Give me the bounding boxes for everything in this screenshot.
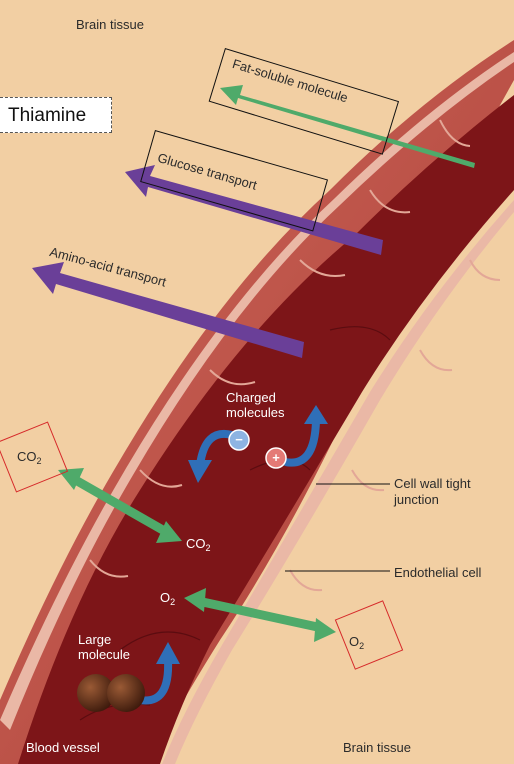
glucose-transport-arrow: [125, 165, 383, 255]
brain-tissue-top-label: Brain tissue: [76, 17, 144, 32]
blood-vessel-label: Blood vessel: [26, 740, 100, 755]
o2-diffusion-arrow: [184, 588, 336, 642]
charged-arrow-down-head: [188, 460, 212, 483]
co2-brain-label: CO2: [17, 449, 42, 466]
large-molecule-label: Large molecule: [78, 632, 131, 662]
endothelial-seams: [89, 119, 501, 592]
o2-blood-label: O2: [160, 590, 176, 607]
vessel-lumen: [18, 95, 514, 764]
thiamine-label: Thiamine: [0, 97, 112, 133]
amino-acid-transport-arrow: [32, 262, 304, 358]
o2-brain-label: O2: [349, 634, 365, 651]
positive-ion: [265, 447, 287, 469]
tight-junction-label: Cell wall tight junction: [394, 476, 471, 507]
large-molecule-arrow-head: [156, 642, 180, 664]
co2-blood-label: CO2: [186, 536, 211, 553]
large-molecule-ball-left: [77, 674, 115, 712]
charged-molecules-label: Charged molecules: [226, 390, 285, 420]
positive-ion-symbol: +: [272, 450, 280, 465]
charged-arrow-up-head: [304, 405, 328, 424]
charged-molecule-arrows: [196, 419, 320, 467]
fat-soluble-arrow: [220, 85, 475, 168]
co2-diffusion-arrow: [58, 468, 182, 543]
large-molecule-ball-right: [107, 674, 145, 712]
large-molecule-arrow: [139, 659, 173, 705]
brain-tissue-bottom-label: Brain tissue: [343, 740, 411, 755]
endothelial-cell-label: Endothelial cell: [394, 565, 482, 580]
negative-ion: [228, 429, 250, 451]
vessel-membrane-lower: [162, 200, 514, 764]
negative-ion-symbol: −: [235, 432, 243, 447]
